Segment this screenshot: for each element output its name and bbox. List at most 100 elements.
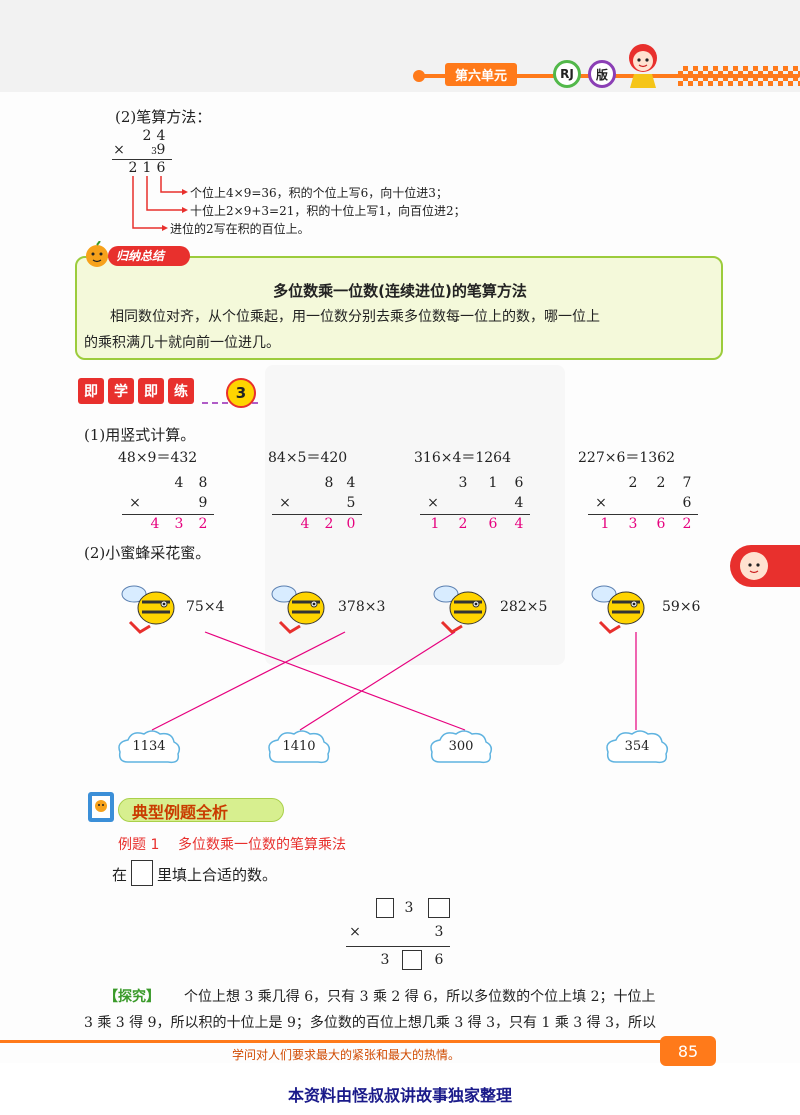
practice-char: 即 xyxy=(138,378,164,404)
problem-answer-digit: 2 xyxy=(458,516,468,532)
edition-badge-ban: 版 xyxy=(588,60,616,88)
method-multiplier: 9 xyxy=(156,142,166,158)
method-result-digit: 1 xyxy=(142,160,152,176)
problem-answer-digit: 2 xyxy=(324,516,334,532)
problem-answer-digit: 6 xyxy=(656,516,666,532)
summary-box xyxy=(75,256,723,360)
digit-blank[interactable] xyxy=(402,950,422,970)
problem-rule xyxy=(420,514,530,515)
fox-face-icon xyxy=(740,552,768,580)
method-arrows xyxy=(132,176,188,231)
problem-rule xyxy=(588,514,698,515)
problem-answer-digit: 2 xyxy=(682,516,692,532)
practice-char: 即 xyxy=(78,378,104,404)
problem-answer-digit: 0 xyxy=(346,516,356,532)
checker-pattern xyxy=(678,66,800,86)
cloud-answer: 300 xyxy=(428,728,494,768)
problem-digit: 2 xyxy=(656,475,666,491)
problem-equation: 84×5＝420 xyxy=(268,450,348,466)
bee-label: 282×5 xyxy=(500,599,548,615)
bee-label: 378×3 xyxy=(338,599,386,615)
source-note: 本资料由怪叔叔讲故事独家整理 xyxy=(287,1086,512,1105)
problem-answer-digit: 2 xyxy=(198,516,208,532)
practice-char: 练 xyxy=(168,378,194,404)
book-mascot-icon xyxy=(88,792,114,822)
digit-blank[interactable] xyxy=(376,898,394,918)
bee-label: 75×4 xyxy=(186,599,225,615)
example-result-digit: 3 xyxy=(380,952,390,968)
example-times: × xyxy=(349,924,361,940)
cloud-value: 354 xyxy=(624,739,650,754)
summary-tag-pill xyxy=(108,246,190,266)
summary-tag: 归纳总结 xyxy=(82,241,190,269)
cloud-value: 1134 xyxy=(132,739,166,754)
method-top-digit: 4 xyxy=(156,128,166,144)
digit-blank[interactable] xyxy=(428,898,450,918)
problem-answer-digit: 3 xyxy=(628,516,638,532)
problem-digit: 1 xyxy=(488,475,498,491)
problem-rule xyxy=(122,514,214,515)
practice-q2: (2)小蜜蜂采花蜜。 xyxy=(84,544,211,562)
problem-equation: 227×6＝1362 xyxy=(578,450,675,466)
problem-digit: 3 xyxy=(458,475,468,491)
match-line xyxy=(299,631,456,731)
bee-icon xyxy=(433,585,487,634)
bee-icon xyxy=(591,585,645,634)
method-note: 个位上4×9=36，积的个位上写6，向十位进3； xyxy=(190,186,448,200)
matching-lines xyxy=(151,631,637,731)
method-note: 进位的2写在积的百位上。 xyxy=(170,222,310,236)
problem-multiplier: 9 xyxy=(198,495,208,511)
problem-times: × xyxy=(129,495,141,511)
bee-icon xyxy=(121,585,175,634)
cloud-value: 300 xyxy=(448,739,474,754)
cloud-value: 1410 xyxy=(282,739,316,754)
problem-times: × xyxy=(427,495,439,511)
footer-motto: 学问对人们要求最大的紧张和最大的热情。 xyxy=(232,1048,461,1062)
method-note: 十位上2×9+3=21，积的十位上写1，向百位进2； xyxy=(190,204,466,218)
instruction-blank-box xyxy=(131,860,153,886)
example-instruction-pre: 在 xyxy=(112,866,128,884)
cloud-icon xyxy=(118,730,181,764)
example-rule xyxy=(346,946,450,947)
method-carry: 3 xyxy=(151,147,157,157)
match-line xyxy=(151,631,346,731)
method-rule xyxy=(112,159,172,160)
problem-digit: 4 xyxy=(346,475,356,491)
problem-answer-digit: 6 xyxy=(488,516,498,532)
cloud-icon xyxy=(606,730,669,764)
problem-multiplier: 6 xyxy=(682,495,692,511)
example-section-pill xyxy=(118,798,284,822)
problem-digit: 2 xyxy=(628,475,638,491)
example-multiplier: 3 xyxy=(434,924,444,940)
edition-badge-rj: RJ xyxy=(553,60,581,88)
cloud-icon xyxy=(430,730,493,764)
unit-label: 第六单元 xyxy=(445,63,518,86)
problem-answer-digit: 3 xyxy=(174,516,184,532)
example-topic: 多位数乘一位数的笔算乘法 xyxy=(178,837,346,853)
problem-digit: 7 xyxy=(682,475,692,491)
problem-rule xyxy=(272,514,362,515)
bee-label: 59×6 xyxy=(662,599,701,615)
method-label: (2)笔算方法： xyxy=(115,108,212,126)
explore-tag: 【探究】 xyxy=(104,989,160,1005)
problem-answer-digit: 1 xyxy=(430,516,440,532)
practice-q1: (1)用竖式计算。 xyxy=(84,426,196,444)
problem-equation: 316×4＝1264 xyxy=(414,450,511,466)
side-tab xyxy=(730,545,800,587)
header-dot xyxy=(413,70,425,82)
cloud-answer: 354 xyxy=(604,728,670,768)
cloud-answer: 1134 xyxy=(116,728,182,768)
example-result-digit: 6 xyxy=(434,952,444,968)
method-top-digit: 2 xyxy=(142,128,152,144)
practice-char: 学 xyxy=(108,378,134,404)
example-instruction-post: 里填上合适的数。 xyxy=(157,866,278,884)
problem-times: × xyxy=(595,495,607,511)
bee-icon xyxy=(271,585,325,634)
problem-digit: 8 xyxy=(324,475,334,491)
summary-title: 多位数乘一位数(连续进位)的笔算方法 xyxy=(273,282,527,300)
page-number: 85 xyxy=(660,1036,716,1066)
problem-digit: 8 xyxy=(198,475,208,491)
problem-digit: 4 xyxy=(174,475,184,491)
lemon-mascot-icon xyxy=(86,241,108,267)
explore-line: 3 乘 3 得 9，所以积的十位上是 9；多位数的百位上想几乘 3 得 3，只有… xyxy=(84,1015,657,1031)
